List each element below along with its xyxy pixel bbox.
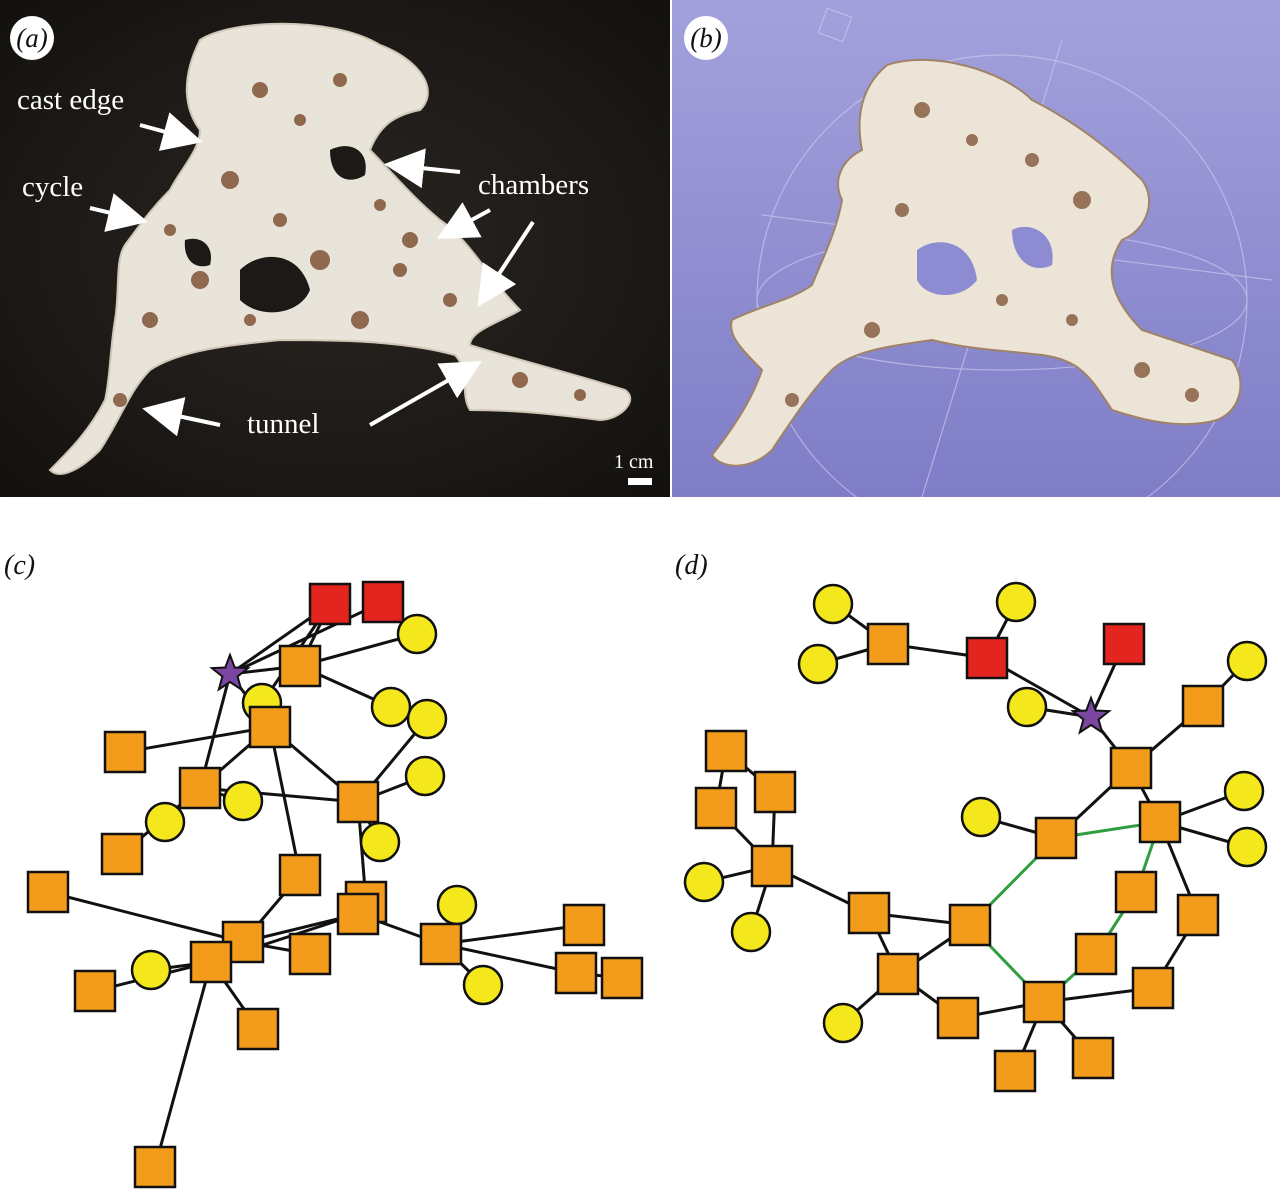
red-square-node — [1102, 622, 1146, 666]
circle-node — [960, 796, 1002, 838]
square-node — [278, 644, 322, 688]
network-edge — [268, 726, 302, 876]
circle-node — [396, 613, 438, 655]
annotation-arrows — [89, 112, 535, 437]
square-node — [133, 1145, 177, 1189]
graph-d-nodes — [683, 581, 1268, 1093]
scale-bar-label: 1 cm — [614, 451, 654, 473]
circle-node — [1226, 640, 1268, 682]
circle-node — [462, 964, 504, 1006]
circle-node — [797, 643, 839, 685]
circle-node — [404, 755, 446, 797]
square-node — [278, 853, 322, 897]
square-node — [178, 766, 222, 810]
star-node — [209, 652, 251, 692]
square-node — [100, 832, 144, 876]
square-node — [1074, 932, 1118, 976]
square-node — [1131, 966, 1175, 1010]
square-node — [1071, 1036, 1115, 1080]
circle-node — [683, 861, 725, 903]
render-panel: (b) — [672, 0, 1280, 497]
square-node — [1181, 684, 1225, 728]
square-node — [750, 844, 794, 888]
square-node — [288, 932, 332, 976]
graph-c-edges — [47, 600, 623, 1168]
square-node — [600, 956, 644, 1000]
square-node — [73, 969, 117, 1013]
network-edge — [440, 942, 577, 975]
circle-node — [995, 581, 1037, 623]
square-node — [876, 952, 920, 996]
photo-panel: (a) cast edge cycle chambers tunnel 1 cm — [0, 0, 670, 497]
circle-node — [812, 583, 854, 625]
square-node — [993, 1049, 1037, 1093]
square-node — [1022, 980, 1066, 1024]
panel-b-badge: (b) — [684, 16, 728, 60]
network-edge — [440, 923, 585, 946]
circle-node — [822, 1002, 864, 1044]
square-node — [1176, 893, 1220, 937]
circle-node — [359, 821, 401, 863]
red-square-node — [965, 636, 1009, 680]
tunnel-label: tunnel — [247, 408, 320, 440]
panel-c-label: (c) — [4, 550, 36, 581]
square-node — [189, 940, 233, 984]
circle-node — [1006, 686, 1048, 728]
network-edge — [153, 961, 213, 1168]
square-node — [419, 922, 463, 966]
square-node — [26, 870, 70, 914]
circle-node — [1223, 770, 1265, 812]
square-node — [948, 903, 992, 947]
square-node — [554, 951, 598, 995]
circle-node — [1226, 826, 1268, 868]
square-node — [1109, 746, 1153, 790]
graph-c-nodes — [26, 580, 644, 1189]
square-node — [1114, 870, 1158, 914]
render-shape — [710, 58, 1242, 467]
square-node — [1034, 816, 1078, 860]
network-edge — [124, 725, 271, 754]
square-node — [1138, 800, 1182, 844]
square-node — [236, 1007, 280, 1051]
square-node — [936, 996, 980, 1040]
square-node — [103, 730, 147, 774]
cast-photo — [0, 0, 670, 497]
square-node — [562, 903, 606, 947]
network-edge — [47, 890, 244, 944]
square-node — [753, 770, 797, 814]
square-node — [847, 891, 891, 935]
network-graph-c — [26, 580, 644, 1189]
square-node — [704, 729, 748, 773]
red-square-node — [308, 582, 352, 626]
circle-node — [436, 884, 478, 926]
cast-render — [672, 0, 1280, 497]
circle-node — [222, 780, 264, 822]
circle-node — [406, 698, 448, 740]
square-node — [866, 622, 910, 666]
circle-node — [730, 911, 772, 953]
red-square-node — [361, 580, 405, 624]
square-node — [336, 892, 380, 936]
square-node — [336, 780, 380, 824]
cycle-label: cycle — [22, 171, 84, 203]
square-node — [248, 705, 292, 749]
square-node — [694, 786, 738, 830]
chambers-label: chambers — [478, 169, 590, 201]
cast-edge-label: cast edge — [17, 84, 125, 116]
panel-d-label: (d) — [675, 550, 708, 581]
scale-bar — [628, 478, 652, 485]
network-graph-d — [683, 581, 1268, 1093]
circle-node — [144, 801, 186, 843]
star-node — [1070, 695, 1112, 735]
circle-node — [130, 949, 172, 991]
panel-a-badge: (a) — [10, 16, 54, 60]
circle-node — [370, 686, 412, 728]
